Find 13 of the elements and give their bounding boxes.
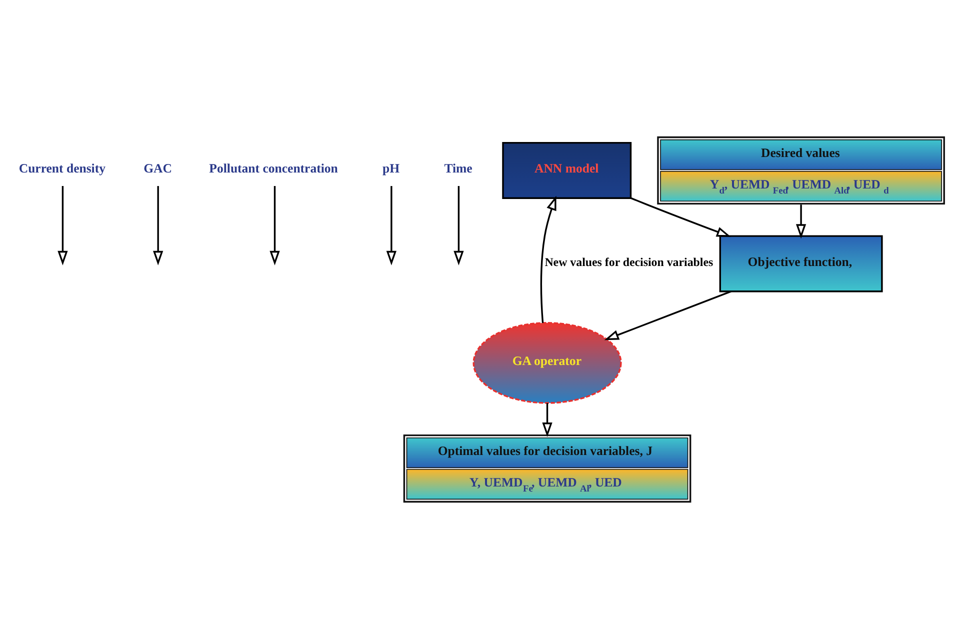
- arrow: [542, 403, 552, 438]
- node-text: Time: [444, 162, 472, 176]
- node-box: ANN model: [502, 142, 632, 199]
- arrow: [796, 204, 806, 239]
- node-box: Objective function,: [719, 235, 883, 292]
- node-text: pH: [382, 162, 400, 176]
- edge-label: New values for decision variables: [544, 255, 714, 270]
- node-text: Pollutant concentration: [209, 162, 338, 176]
- node-text: GAC: [144, 162, 172, 176]
- node-text: Current density: [18, 162, 106, 176]
- arrow: [630, 197, 732, 237]
- arrow: [604, 290, 732, 340]
- arrow: [540, 196, 556, 323]
